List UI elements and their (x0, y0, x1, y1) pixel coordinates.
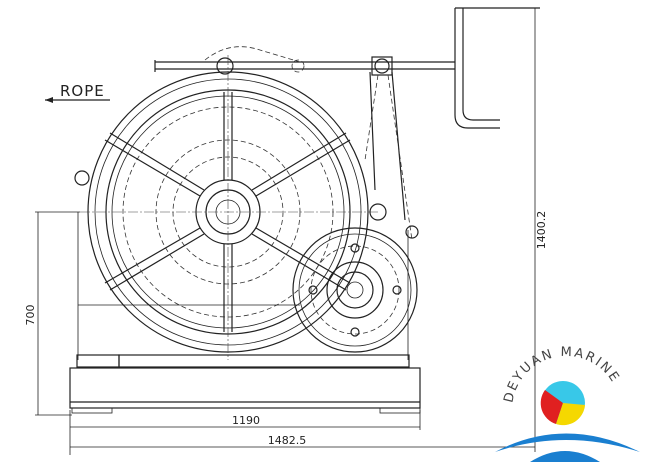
base-frame (69, 212, 421, 414)
dim-total-height: 1400.2 (535, 211, 548, 250)
rope-indicator: ROPE (45, 82, 110, 103)
right-frame (454, 7, 540, 129)
dimension-lines: 1400.2 700 1190 1482.5 (24, 7, 548, 455)
rope-label: ROPE (60, 82, 105, 100)
pinion-gear (292, 203, 419, 353)
dim-center-height: 700 (24, 305, 37, 326)
dim-base-length: 1190 (232, 414, 260, 427)
main-drum (74, 55, 380, 360)
top-lever (154, 46, 455, 241)
deyuan-marine-logo: DEYUAN MARINE (495, 345, 640, 462)
dim-overall-length: 1482.5 (268, 434, 307, 447)
